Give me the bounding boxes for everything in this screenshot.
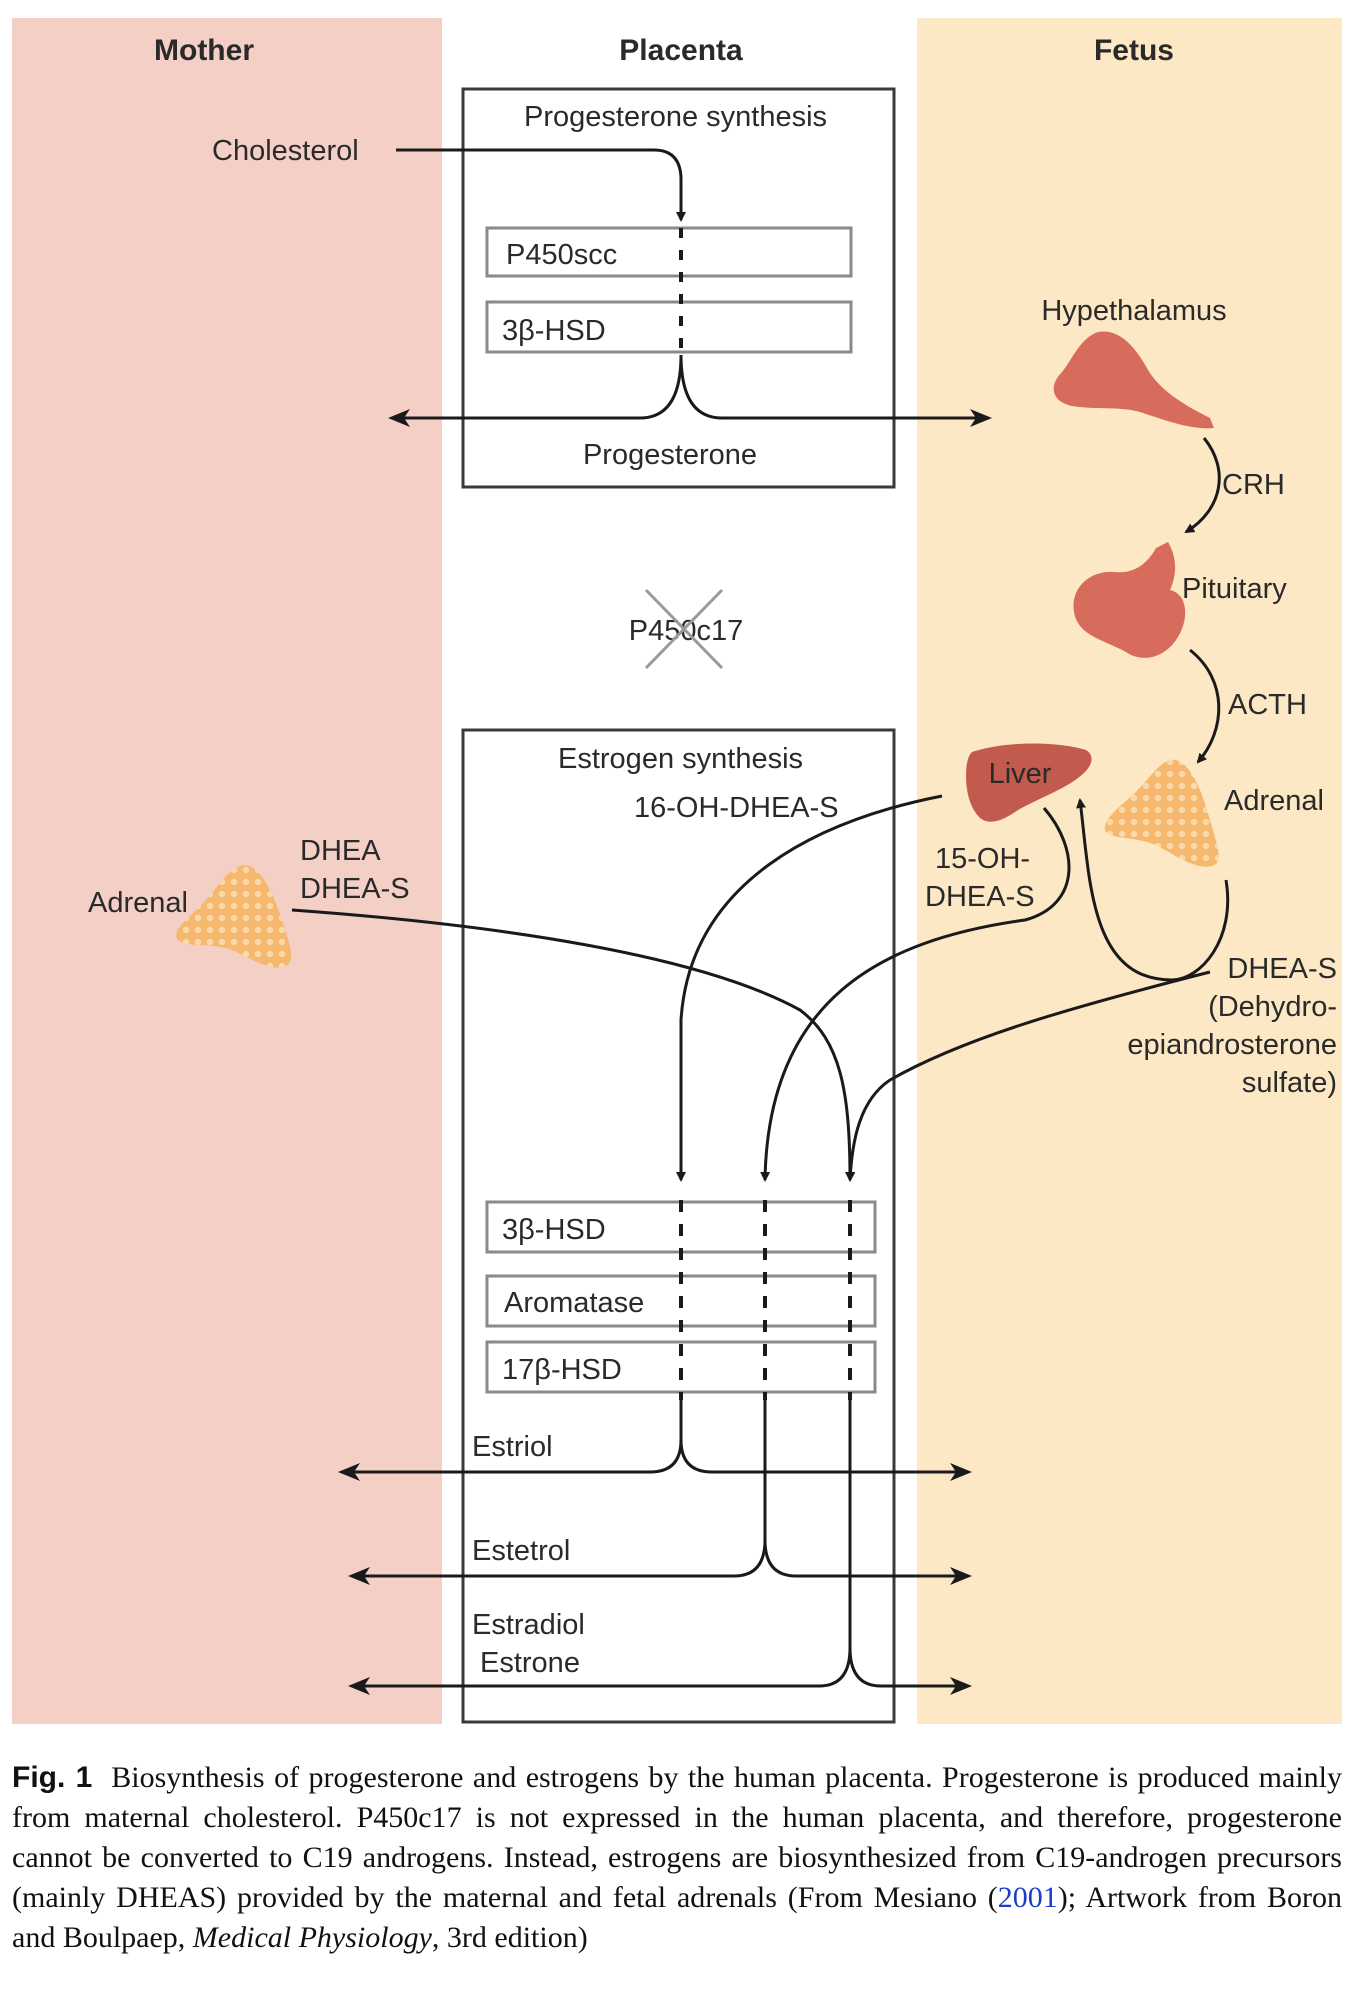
p450scc-enzyme-box: [485, 226, 853, 278]
progesterone-synthesis-title: Progesterone synthesis: [524, 101, 827, 133]
estradiol-label: Estradiol: [472, 1609, 585, 1641]
caption-text-part-1: Biosynthesis of progesterone and estroge…: [12, 1761, 1343, 1914]
15-oh-dhea-s-label-line1: 15-OH-: [935, 843, 1030, 875]
acth-label: ACTH: [1228, 689, 1307, 721]
estrone-label: Estrone: [480, 1647, 580, 1679]
3b-hsd-enzyme-box-progesterone: [485, 300, 853, 354]
estrogen-synthesis-box: [461, 728, 896, 1724]
book-title: Medical Physiology: [192, 1921, 432, 1954]
mother-dhea-s-label: DHEA-S: [300, 873, 410, 905]
maternal-dhea-s-arrow: [291, 908, 855, 1182]
caption-text-part-3: , 3rd edition): [431, 1921, 588, 1954]
fetus-column-background: [917, 18, 1342, 1724]
fetus-adrenal-label: Adrenal: [1224, 785, 1324, 817]
liver-icon: [966, 743, 1092, 822]
crh-label: CRH: [1222, 469, 1285, 501]
hypothalamus-label: Hypethalamus: [1041, 295, 1226, 327]
estetrol-label: Estetrol: [472, 1535, 570, 1567]
p450scc-enzyme-label: P450scc: [506, 239, 617, 271]
mother-adrenal-label: Adrenal: [88, 887, 188, 919]
figure-label: Fig. 1: [12, 1761, 93, 1794]
progesterone-product-label: Progesterone: [583, 439, 757, 471]
reference-link-2001[interactable]: 2001: [997, 1881, 1058, 1914]
aromatase-enzyme-label: Aromatase: [504, 1287, 644, 1319]
hypothalamus-icon: [1053, 331, 1214, 429]
estrogen-synthesis-title: Estrogen synthesis: [558, 743, 803, 775]
mother-column-background: [12, 18, 442, 1724]
fetus-column-header: Fetus: [1094, 34, 1174, 67]
estrogen-output-arrows: [345, 1400, 965, 1688]
caption-text-part-2: ); Artwork from Boron and Boulpaep,: [12, 1881, 1342, 1954]
estrogen-arrowheads: [338, 1463, 972, 1695]
fetus-sulfate-label: sulfate): [1242, 1067, 1337, 1099]
placenta-column-header: Placenta: [619, 34, 743, 67]
fetus-dhea-s-label: DHEA-S: [1227, 953, 1337, 985]
progesterone-synthesis-box: [461, 87, 896, 489]
3b-hsd-enzyme-label-estrogen: 3β-HSD: [502, 1214, 606, 1246]
p450c17-blocked-cross: [644, 588, 724, 670]
pituitary-icon: [1073, 542, 1186, 658]
estrogen-dashed-paths: [679, 1200, 852, 1400]
15-oh-dhea-s-label-line2: DHEA-S: [925, 881, 1035, 913]
mother-column-header: Mother: [154, 34, 254, 67]
cholesterol-arrow: [396, 148, 686, 222]
crh-arrow: [1184, 437, 1221, 534]
figure-caption: Fig. 1 Biosynthesis of progesterone and …: [12, 1758, 1342, 1958]
fetal-pathway-arrows: [676, 794, 1230, 1182]
fetus-dehydro-label: (Dehydro-: [1208, 991, 1337, 1023]
acth-arrow: [1189, 648, 1221, 764]
3b-hsd-enzyme-label-progesterone: 3β-HSD: [502, 315, 606, 347]
17b-hsd-enzyme-label: 17β-HSD: [502, 1354, 622, 1386]
placenta-biosynthesis-diagram: Mother Placenta Fetus Progesterone synth…: [12, 18, 1342, 1724]
16-oh-dhea-s-label: 16-OH-DHEA-S: [634, 792, 839, 824]
progesterone-split-arrows: [392, 354, 985, 420]
mother-dhea-label: DHEA: [300, 835, 381, 867]
liver-label: Liver: [989, 758, 1052, 790]
estriol-label: Estriol: [472, 1431, 553, 1463]
fetus-epiandrosterone-label: epiandrosterone: [1127, 1029, 1337, 1061]
cholesterol-label: Cholesterol: [212, 135, 359, 167]
pituitary-label: Pituitary: [1182, 573, 1287, 605]
